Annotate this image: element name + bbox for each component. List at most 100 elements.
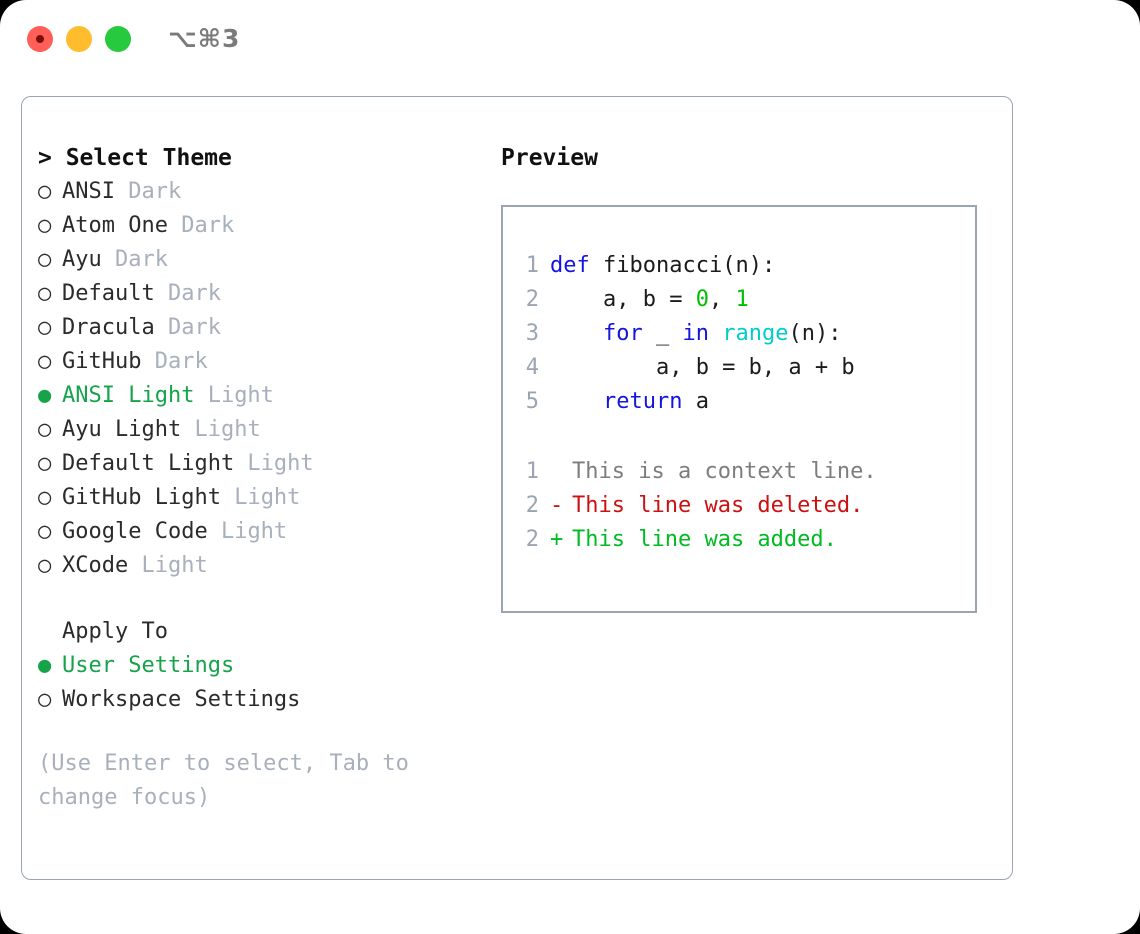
- radio-unselected-icon[interactable]: ○: [38, 315, 52, 340]
- radio-unselected-icon[interactable]: ○: [38, 281, 52, 306]
- code-line: 5 return a: [517, 385, 855, 419]
- code-token: a, b = b, a + b: [550, 355, 855, 380]
- radio-unselected-icon[interactable]: ○: [38, 485, 52, 510]
- preview-heading: Preview: [501, 145, 598, 171]
- code-token: [709, 321, 722, 346]
- radio-selected-icon[interactable]: ●: [38, 383, 52, 408]
- theme-item-label: Dracula: [62, 315, 155, 340]
- theme-item-ayu-light[interactable]: ○Ayu Light Light: [38, 413, 488, 447]
- theme-item-label: ANSI Light: [62, 383, 195, 408]
- apply-to-item-label: Workspace Settings: [62, 687, 301, 712]
- diff-text: This line was deleted.: [572, 493, 864, 518]
- theme-selection-column: > Select Theme ○ANSI Dark○Atom One Dark○…: [38, 141, 488, 815]
- code-token: a, b =: [550, 287, 696, 312]
- diff-line-context: 1 This is a context line.: [517, 455, 877, 489]
- code-token: _: [642, 321, 683, 346]
- code-token: for: [602, 321, 643, 346]
- keyboard-shortcut-label: ⌥⌘3: [168, 24, 241, 53]
- theme-item-variant: Dark: [167, 213, 235, 238]
- code-token: (n):: [788, 321, 842, 346]
- line-number: 1: [525, 253, 539, 278]
- theme-item-label: XCode: [62, 553, 129, 578]
- code-token: in: [682, 321, 709, 346]
- theme-item-label: Atom One: [62, 213, 168, 238]
- theme-item-ansi-light[interactable]: ● ANSI Light Light: [38, 379, 488, 413]
- radio-unselected-icon[interactable]: ○: [38, 213, 52, 238]
- apply-to-heading: Apply To: [62, 619, 168, 644]
- diff-sample: 1 This is a context line.2-This line was…: [517, 455, 877, 557]
- code-token: range: [722, 321, 789, 346]
- theme-item-variant: Dark: [154, 281, 221, 306]
- diff-sign: [550, 455, 572, 489]
- theme-item-default-light[interactable]: ○Default Light Light: [38, 447, 488, 481]
- theme-item-label: Ayu: [62, 247, 102, 272]
- code-line: 3 for _ in range(n):: [517, 317, 855, 351]
- code-token: 1: [735, 287, 749, 312]
- theme-item-label: Default: [62, 281, 155, 306]
- code-token: [590, 253, 603, 278]
- radio-unselected-icon[interactable]: ○: [38, 519, 52, 544]
- theme-item-github[interactable]: ○GitHub Dark: [38, 345, 488, 379]
- theme-item-variant: Light: [207, 519, 288, 544]
- minimize-window-button[interactable]: [66, 26, 92, 52]
- apply-to-item-user-settings[interactable]: ● User Settings: [38, 649, 488, 683]
- theme-list: ○ANSI Dark○Atom One Dark○Ayu Dark○Defaul…: [38, 175, 488, 583]
- radio-unselected-icon[interactable]: ○: [38, 247, 52, 272]
- theme-item-xcode[interactable]: ○ XCode Light: [38, 549, 488, 583]
- radio-unselected-icon[interactable]: ○: [38, 179, 52, 204]
- theme-item-dracula[interactable]: ○ Dracula Dark: [38, 311, 488, 345]
- code-token: ,: [708, 287, 736, 312]
- theme-item-ayu[interactable]: ○Ayu Dark: [38, 243, 488, 277]
- theme-item-variant: Light: [220, 485, 301, 510]
- diff-line-deleted: 2-This line was deleted.: [517, 489, 877, 523]
- apply-to-item-workspace-settings[interactable]: ○ Workspace Settings: [38, 683, 488, 717]
- code-line: 2 a, b = 0, 1: [517, 283, 855, 317]
- radio-unselected-icon[interactable]: ○: [38, 687, 52, 712]
- theme-item-label: ANSI: [62, 179, 115, 204]
- code-token: def: [550, 253, 590, 278]
- theme-item-ansi[interactable]: ○ANSI Dark: [38, 175, 488, 209]
- line-number: 2: [525, 287, 539, 312]
- line-number: 5: [525, 389, 539, 414]
- code-line: 1 def fibonacci(n):: [517, 249, 855, 283]
- code-line: 4 a, b = b, a + b: [517, 351, 855, 385]
- title-bar: ⌥⌘3: [0, 0, 1140, 78]
- line-number: 4: [525, 355, 539, 380]
- radio-unselected-icon[interactable]: ○: [38, 349, 52, 374]
- apply-to-list: ● User Settings ○ Workspace Settings: [38, 649, 488, 717]
- theme-item-label: GitHub Light: [62, 485, 221, 510]
- apply-to-item-label: User Settings: [62, 653, 235, 678]
- theme-item-atom-one[interactable]: ○ Atom One Dark: [38, 209, 488, 243]
- theme-item-variant: Dark: [141, 349, 208, 374]
- radio-unselected-icon[interactable]: ○: [38, 553, 52, 578]
- select-theme-heading: > Select Theme: [38, 145, 232, 171]
- theme-item-default[interactable]: ○ Default Dark: [38, 277, 488, 311]
- theme-item-github-light[interactable]: ○ GitHub Light Light: [38, 481, 488, 515]
- diff-sign: +: [550, 527, 564, 552]
- theme-item-variant: Dark: [154, 315, 221, 340]
- line-number: 2: [525, 493, 539, 518]
- line-number: 1: [525, 459, 539, 484]
- radio-unselected-icon[interactable]: ○: [38, 417, 52, 442]
- recording-indicator-icon: [36, 35, 44, 43]
- diff-text: This line was added.: [572, 527, 837, 552]
- theme-item-variant: Light: [234, 451, 314, 476]
- code-token: a: [682, 389, 709, 414]
- code-token: (n):: [722, 253, 776, 278]
- line-number: 2: [525, 527, 539, 552]
- theme-item-label: Ayu Light: [62, 417, 182, 442]
- keyboard-hint-text: (Use Enter to select, Tab to change focu…: [38, 751, 409, 810]
- radio-selected-icon[interactable]: ●: [38, 653, 52, 678]
- radio-unselected-icon[interactable]: ○: [38, 451, 52, 476]
- theme-item-variant: Light: [194, 383, 274, 408]
- theme-item-variant: Light: [128, 553, 208, 578]
- code-token: return: [602, 389, 683, 414]
- theme-item-google-code[interactable]: ○Google Code Light: [38, 515, 488, 549]
- code-token: fibonacci: [603, 253, 723, 278]
- maximize-window-button[interactable]: [105, 26, 131, 52]
- code-token: 0: [695, 287, 709, 312]
